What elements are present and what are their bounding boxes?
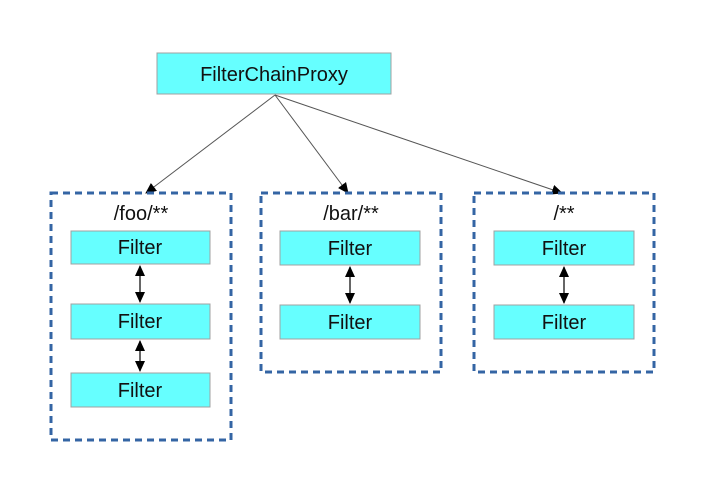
group-pattern-label: /bar/**: [323, 203, 379, 225]
filter-label: Filter: [542, 312, 587, 334]
filter-chain-group-foo: /foo/** Filter Filter Filter: [49, 191, 233, 442]
filter-label: Filter: [542, 238, 587, 260]
filter-label: Filter: [118, 380, 163, 402]
filter-chain-group-bar: /bar/** Filter Filter: [259, 191, 443, 374]
edge-proxy-to-foo: [145, 94, 276, 194]
group-pattern-label: /foo/**: [114, 203, 169, 225]
filter-node: Filter: [493, 230, 635, 266]
filter-node: Filter: [279, 230, 421, 266]
filter-node: Filter: [279, 304, 421, 340]
group-pattern-label: /**: [553, 203, 574, 225]
filter-chain-proxy-label: FilterChainProxy: [200, 64, 348, 86]
filter-node: Filter: [70, 372, 211, 408]
filter-chain-group-catch-all: /** Filter Filter: [472, 191, 656, 374]
filter-label: Filter: [328, 312, 373, 334]
filter-label: Filter: [328, 238, 373, 260]
filter-node: Filter: [493, 304, 635, 340]
filter-chain-proxy-node: FilterChainProxy: [156, 52, 392, 95]
edge-proxy-to-bar: [274, 94, 349, 194]
filter-label: Filter: [118, 311, 163, 333]
filter-node: Filter: [70, 303, 211, 340]
filter-label: Filter: [118, 237, 163, 259]
edge-proxy-to-catch-all: [274, 94, 563, 195]
filter-node: Filter: [70, 230, 211, 265]
